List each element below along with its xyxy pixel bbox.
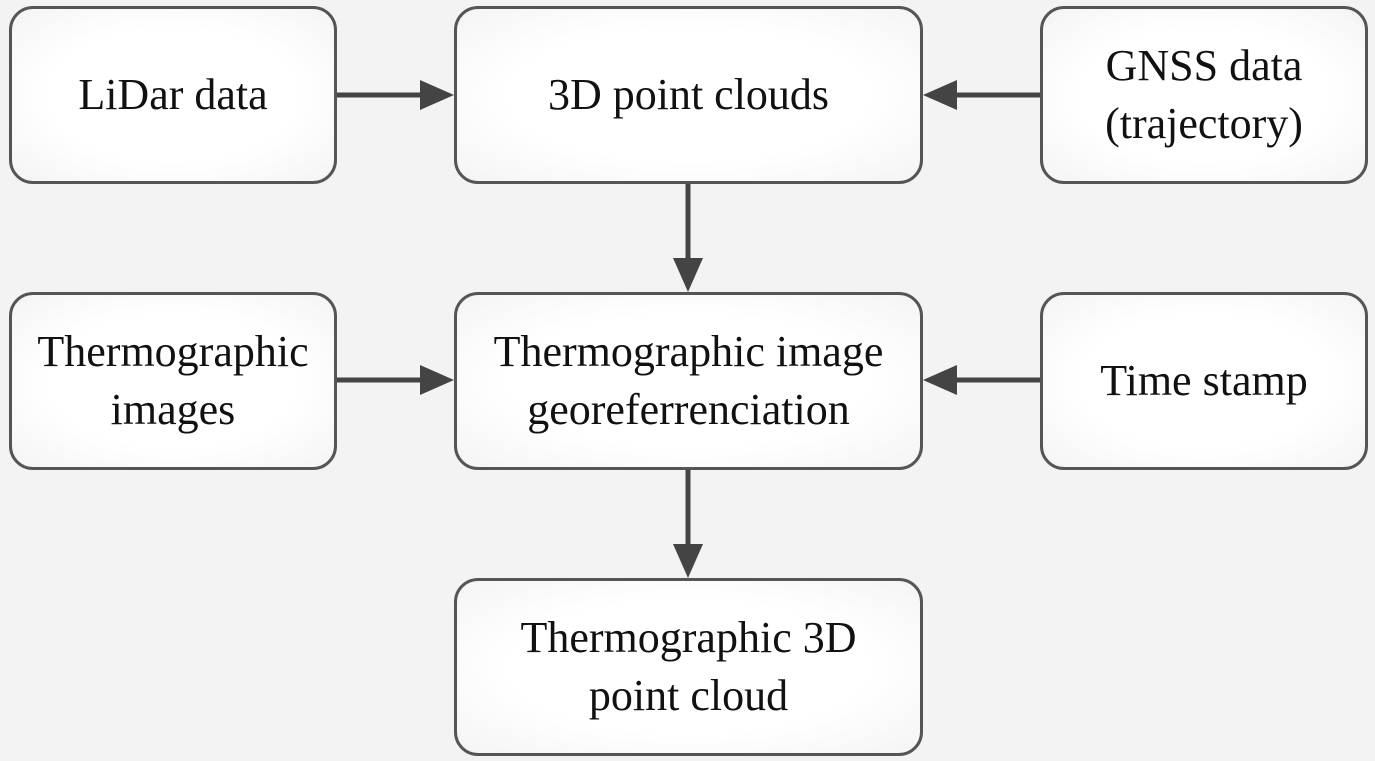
point-clouds-label: 3D point clouds <box>547 70 830 119</box>
lidar-data-label: LiDar data <box>78 70 268 119</box>
arrow-thermographic-images-to-georeferencing <box>337 365 454 395</box>
thermographic-images-node: Thermographic images <box>9 292 337 470</box>
gnss-data-label: GNSS data (trajectory) <box>1105 41 1303 148</box>
gnss-data-node: GNSS data (trajectory) <box>1040 6 1368 184</box>
result-node: Thermographic 3D point cloud <box>454 578 923 756</box>
arrow-time-stamp-to-georeferencing <box>923 365 1040 395</box>
point-clouds-node: 3D point clouds <box>454 6 923 184</box>
time-stamp-label: Time stamp <box>1100 356 1308 405</box>
georeferencing-label: Thermographic image georeferrenciation <box>493 327 884 434</box>
lidar-data-node: LiDar data <box>9 6 337 184</box>
arrow-georeferencing-to-result <box>673 470 703 578</box>
arrow-lidar-to-point-clouds <box>337 80 454 110</box>
georeferencing-node: Thermographic image georeferrenciation <box>454 292 923 470</box>
time-stamp-node: Time stamp <box>1040 292 1368 470</box>
arrow-point-clouds-to-georeferencing <box>673 184 703 292</box>
thermographic-images-label: Thermographic images <box>37 327 309 434</box>
arrow-gnss-to-point-clouds <box>923 80 1040 110</box>
result-label: Thermographic 3D point cloud <box>520 613 857 720</box>
